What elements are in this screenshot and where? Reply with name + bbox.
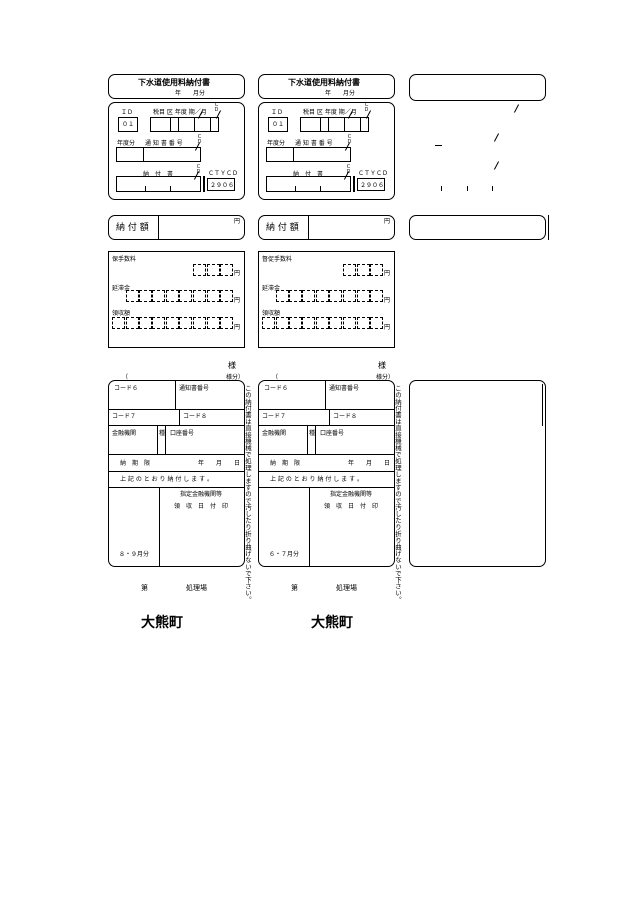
code7: コード７ xyxy=(112,413,137,420)
cd-label: Ｃ Ｄ xyxy=(364,102,370,113)
vertical-note: この納付書は直接機械で処理しますので汚したり折り曲げないで下さい。 xyxy=(244,385,252,603)
cd-label-3: Ｃ Ｄ xyxy=(196,164,202,175)
slip-title: 下水道使用料納付書 xyxy=(138,77,210,87)
cd-label: Ｃ Ｄ xyxy=(214,102,220,113)
shorijo: 処理場 xyxy=(336,584,357,592)
ctycd-field xyxy=(357,178,385,191)
year-div-label: 年度分 xyxy=(117,140,136,147)
sama: 様 xyxy=(378,361,386,370)
id-label: ＩＤ xyxy=(121,109,134,116)
nofu-sho-field xyxy=(116,176,201,192)
id-label: ＩＤ xyxy=(271,109,284,116)
due: 納 期 限 xyxy=(270,460,301,467)
info-box xyxy=(258,102,395,200)
year-month: 年 月分 xyxy=(175,90,206,97)
notice-no2: 通知書番号 xyxy=(179,385,210,392)
receipt-label: 領収額 xyxy=(112,310,131,317)
designated: 指定金融機関等 xyxy=(330,491,373,498)
receipt-date: 領 収 日 付 印 xyxy=(324,503,379,510)
info-box xyxy=(108,102,245,200)
code8: コード８ xyxy=(333,413,358,420)
stub-title-box xyxy=(409,74,546,101)
slip-title: 下水道使用料納付書 xyxy=(288,77,360,87)
dai: 第 xyxy=(141,584,148,592)
year-notice-field xyxy=(116,147,201,162)
paid-statement: 上 記 の と お り 納 付 し ま す 。 xyxy=(120,476,213,483)
ctycd-value: ２９０６ xyxy=(360,182,385,189)
notice-no2: 通知書番号 xyxy=(329,385,360,392)
amount-yen: 円 xyxy=(384,218,391,225)
designated: 指定金融機関等 xyxy=(180,491,223,498)
notice-no-label: 通 知 書 番 号 xyxy=(295,140,333,147)
year-month: 年 月分 xyxy=(325,90,356,97)
sama: 様 xyxy=(228,361,236,370)
code8: コード８ xyxy=(183,413,208,420)
vertical-note: この納付書は直接機械で処理しますので汚したり折り曲げないで下さい。 xyxy=(394,385,402,603)
title-box xyxy=(108,74,245,99)
receipt-label: 領収額 xyxy=(262,310,281,317)
year-div-label: 年度分 xyxy=(267,140,286,147)
title-box xyxy=(258,74,395,99)
ctycd-label: ＣＴＹＣＤ xyxy=(358,170,389,177)
amount-label: 納 付 額 xyxy=(116,223,149,233)
ctycd-field xyxy=(207,178,235,191)
kind: 種 xyxy=(309,430,316,437)
kind: 種 xyxy=(159,430,166,437)
account: 口座番号 xyxy=(170,430,195,437)
year-notice-field xyxy=(266,147,351,162)
stub-receipt-box xyxy=(409,380,546,567)
stub-amount-box xyxy=(409,215,546,240)
paid-statement: 上 記 の と お り 納 付 し ま す 。 xyxy=(270,476,363,483)
column-headers: 税目 区 年度 期／月 xyxy=(303,109,357,116)
town-name: 大熊町 xyxy=(311,615,353,631)
cd-label-2: Ｃ Ｄ xyxy=(197,134,203,145)
code6: コード６ xyxy=(264,385,289,392)
column-headers: 税目 区 年度 期／月 xyxy=(153,109,207,116)
id-value: ０１ xyxy=(272,121,285,128)
delay-label: 延滞金 xyxy=(262,285,281,292)
nofu-sho-field xyxy=(266,176,351,192)
delay-label: 延滞金 xyxy=(112,285,131,292)
slip-right: 下水道使用料納付書 年 月分 ＩＤ 税目 区 年度 期／月 Ｃ Ｄ ０１ 年度分… xyxy=(150,0,630,903)
months: ６・７月分 xyxy=(269,551,300,558)
amount-yen: 円 xyxy=(234,218,241,225)
fees-box xyxy=(258,251,395,348)
months: ８・９月分 xyxy=(119,551,150,558)
bank: 金融機関 xyxy=(262,430,287,437)
code6: コード６ xyxy=(114,385,139,392)
tax-fields xyxy=(150,117,219,132)
due: 納 期 限 xyxy=(120,460,151,467)
fee-label: 督促手数料 xyxy=(262,256,293,263)
amount-box xyxy=(258,215,395,240)
id-field xyxy=(118,117,138,132)
account: 口座番号 xyxy=(320,430,345,437)
id-field xyxy=(268,117,288,132)
shorijo: 処理場 xyxy=(186,584,207,592)
ctycd-label: ＣＴＹＣＤ xyxy=(208,170,239,177)
receipt-date: 領 収 日 付 印 xyxy=(174,503,229,510)
ctycd-value: ２９０６ xyxy=(210,182,235,189)
bank: 金融機関 xyxy=(112,430,137,437)
amount-box xyxy=(108,215,245,240)
receipt-box xyxy=(258,380,395,567)
cd-label-3: Ｃ Ｄ xyxy=(346,164,352,175)
receipt-box xyxy=(108,380,245,567)
dai: 第 xyxy=(291,584,298,592)
code7: コード７ xyxy=(262,413,287,420)
tax-fields xyxy=(300,117,369,132)
cd-label-2: Ｃ Ｄ xyxy=(347,134,353,145)
town-name: 大熊町 xyxy=(141,615,183,631)
nofu-sho-label: 納 付 書 xyxy=(143,171,174,178)
nofu-sho-label: 納 付 書 xyxy=(293,171,324,178)
id-value: ０１ xyxy=(122,121,135,128)
amount-label: 納 付 額 xyxy=(266,223,299,233)
fee-label: 保手数料 xyxy=(112,256,137,263)
notice-no-label: 通 知 書 番 号 xyxy=(145,140,183,147)
fees-box xyxy=(108,251,245,348)
